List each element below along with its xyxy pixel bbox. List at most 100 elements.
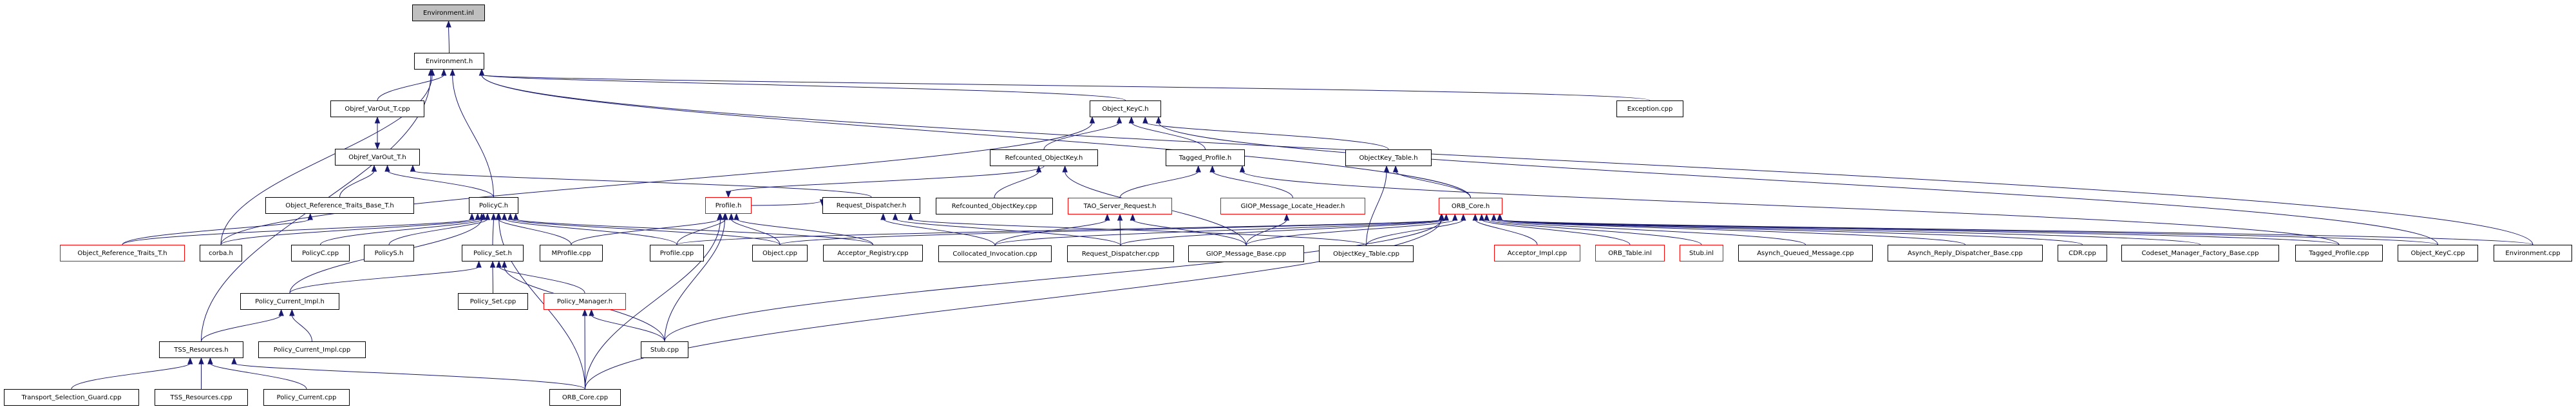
graph-node-object-cpp[interactable]: Object.cpp [752, 245, 808, 262]
node-label: MProfile.cpp [551, 249, 591, 257]
node-label: Stub.cpp [650, 346, 679, 354]
graph-node-ort-h[interactable]: Object_Reference_Traits_T.h [60, 245, 185, 262]
edge-accreg_cpp-to-policyc_h [515, 218, 873, 245]
graph-node-accreg-cpp[interactable]: Acceptor_Registry.cpp [823, 245, 923, 262]
graph-node-objref-cpp[interactable]: Objref_VarOut_T.cpp [330, 100, 424, 117]
edge-stub_cpp-to-orbcore_h [664, 219, 1442, 342]
arrowhead-icon [478, 68, 485, 76]
graph-node-objkeyc-cpp[interactable]: Object_KeyC.cpp [2398, 245, 2478, 262]
node-label: Policy_Current_Impl.cpp [273, 346, 351, 354]
arrowhead-icon [1195, 165, 1201, 173]
graph-node-cmfb-cpp[interactable]: Codeset_Manager_Factory_Base.cpp [2121, 245, 2279, 262]
edge-giop_lh_h-to-tagged_h [1212, 171, 1293, 198]
graph-node-reqdisp-h[interactable]: Request_Dispatcher.h [822, 197, 920, 214]
graph-node-refobjkey-h[interactable]: Refcounted_ObjectKey.h [990, 149, 1098, 166]
graph-node-pci-cpp[interactable]: Policy_Current_Impl.cpp [258, 341, 366, 358]
graph-node-accimpl-cpp[interactable]: Acceptor_Impl.cpp [1494, 245, 1580, 262]
graph-node-profile-h[interactable]: Profile.h [705, 197, 752, 214]
node-label: TAO_Server_Request.h [1083, 202, 1157, 210]
edge-tsr_h-to-tagged_h [1119, 171, 1199, 198]
graph-node-pcur-cpp[interactable]: Policy_Current.cpp [263, 389, 350, 406]
graph-node-colloc-cpp[interactable]: Collocated_Invocation.cpp [938, 245, 1052, 262]
graph-node-pci-h[interactable]: Policy_Current_Impl.h [240, 293, 339, 310]
arrowhead-icon [1497, 213, 1503, 221]
graph-node-giop-lh-h[interactable]: GIOP_Message_Locate_Header.h [1220, 198, 1365, 214]
graph-node-policymgr-h[interactable]: Policy_Manager.h [544, 293, 626, 310]
graph-node-cdr-cpp[interactable]: CDR.cpp [2058, 245, 2107, 262]
edge-orbcore_cpp-to-profile_h [585, 218, 721, 390]
edge-pcur_cpp-to-tss_h [209, 363, 307, 390]
graph-node-refobjkey-cpp[interactable]: Refcounted_ObjectKey.cpp [936, 198, 1053, 214]
graph-node-giop-base-cpp[interactable]: GIOP_Message_Base.cpp [1188, 245, 1304, 262]
edge-corba_h-to-env_h [220, 74, 433, 245]
node-label: GIOP_Message_Base.cpp [1206, 250, 1287, 258]
graph-node-ardb-cpp[interactable]: Asynch_Reply_Dispatcher_Base.cpp [1888, 245, 2043, 262]
edge-tagged_cpp-to-tagged_h [1242, 171, 2340, 245]
graph-node-objref-h[interactable]: Objref_VarOut_T.h [335, 149, 420, 166]
graph-node-tss-cpp[interactable]: TSS_Resources.cpp [155, 389, 248, 406]
node-label: Object_KeyC.h [1102, 105, 1149, 113]
graph-node-orbtable-inl[interactable]: ORB_Table.inl [1595, 245, 1665, 262]
edge-profile_cpp-to-orbcore_h [676, 219, 1442, 245]
graph-node-profile-cpp[interactable]: Profile.cpp [650, 245, 704, 262]
graph-node-stub-inl[interactable]: Stub.inl [1680, 245, 1723, 262]
edge-cmfb_cpp-to-orbcore_h [1499, 219, 2201, 245]
node-label: PolicyS.h [374, 249, 404, 257]
node-label: Acceptor_Impl.cpp [1507, 249, 1567, 257]
arrowhead-icon [1283, 213, 1290, 221]
arrowhead-icon [384, 164, 390, 172]
edge-tagged_h-to-objkeyc_h [1131, 122, 1206, 150]
graph-node-tsg-cpp[interactable]: Transport_Selection_Guard.cpp [4, 389, 139, 406]
graph-node-orbcore-cpp[interactable]: ORB_Core.cpp [549, 389, 621, 406]
edge-refobjkey_h-to-profile_h [728, 166, 1045, 193]
node-label: Objref_VarOut_T.h [348, 153, 406, 161]
graph-node-okt-h[interactable]: ObjectKey_Table.h [1345, 149, 1432, 166]
node-label: GIOP_Message_Locate_Header.h [1240, 202, 1345, 210]
graph-node-policys-h[interactable]: PolicyS.h [364, 245, 414, 262]
graph-node-policyset-cpp[interactable]: Policy_Set.cpp [458, 293, 528, 310]
graph-node-tagged-h[interactable]: Tagged_Profile.h [1166, 149, 1245, 166]
edge-giop_base_cpp-to-orbcore_h [1245, 219, 1455, 246]
graph-node-env-cpp[interactable]: Environment.cpp [2494, 245, 2572, 262]
graph-node-tagged-cpp[interactable]: Tagged_Profile.cpp [2295, 245, 2383, 262]
arrowhead-icon [187, 357, 193, 365]
node-label: Stub.inl [1689, 249, 1714, 257]
arrowhead-icon [1036, 165, 1042, 173]
arrowhead-icon [428, 68, 434, 76]
graph-node-stub-cpp[interactable]: Stub.cpp [641, 341, 688, 358]
edge-policyc_h-to-objref_h [387, 170, 494, 198]
arrowhead-icon [1438, 213, 1444, 221]
edge-refobjkey_h-to-objkeyc_h [1043, 122, 1120, 150]
graph-node-tss-h[interactable]: TSS_Resources.h [159, 341, 243, 358]
arrowhead-icon [1130, 213, 1136, 221]
graph-node-policyc-cpp[interactable]: PolicyC.cpp [291, 245, 350, 262]
graph-node-aqm-cpp[interactable]: Asynch_Queued_Message.cpp [1738, 245, 1873, 262]
node-label: Policy_Set.cpp [469, 298, 516, 305]
graph-node-tsr-h[interactable]: TAO_Server_Request.h [1068, 198, 1172, 214]
graph-node-corba-h[interactable]: corba.h [200, 245, 242, 262]
graph-node-okt-cpp[interactable]: ObjectKey_Table.cpp [1319, 245, 1414, 262]
graph-node-env-h[interactable]: Environment.h [414, 53, 484, 70]
arrowhead-icon [1452, 213, 1458, 221]
graph-node-reqdisp-cpp[interactable]: Request_Dispatcher.cpp [1067, 245, 1174, 262]
arrowhead-icon [450, 68, 455, 76]
edge-policyc_h-to-env_h [452, 74, 494, 198]
edge-profile_cpp-to-profile_h [676, 218, 726, 245]
arrowhead-icon [1472, 213, 1478, 221]
arrowhead-icon [475, 213, 480, 220]
edge-env_cpp-to-orbcore_h [1499, 219, 2533, 245]
graph-node-policyset-h[interactable]: Policy_Set.h [462, 245, 524, 262]
edge-colloc_cpp-to-reqdisp_h [882, 218, 996, 246]
edge-orbcore_cpp-to-tss_h [233, 363, 585, 390]
arrowhead-icon [1117, 213, 1123, 221]
arrowhead-icon [1155, 116, 1162, 124]
graph-node-policyc-h[interactable]: PolicyC.h [469, 197, 518, 214]
graph-node-objkeyc-h[interactable]: Object_KeyC.h [1090, 100, 1161, 117]
graph-node-mprofile-cpp[interactable]: MProfile.cpp [540, 245, 603, 262]
graph-node-exception-cpp[interactable]: Exception.cpp [1616, 100, 1683, 117]
node-label: Object_Reference_Traits_Base_T.h [285, 202, 394, 209]
arrowhead-icon [1461, 213, 1466, 221]
graph-node-orbcore-h[interactable]: ORB_Core.h [1439, 198, 1502, 214]
arrowhead-icon [589, 309, 594, 316]
graph-node-ortb-h[interactable]: Object_Reference_Traits_Base_T.h [265, 197, 414, 214]
